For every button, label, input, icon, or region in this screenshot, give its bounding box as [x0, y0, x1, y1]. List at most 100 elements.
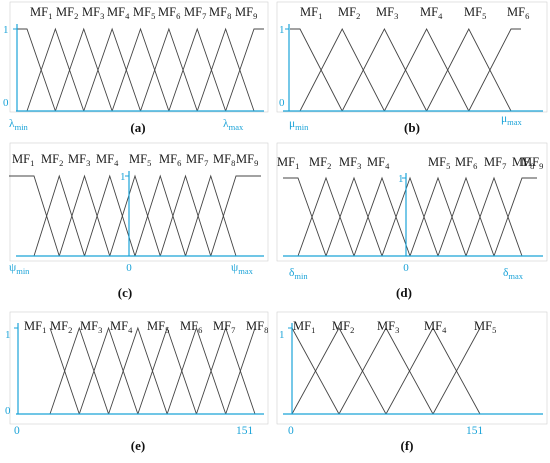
mf-label-7: MF7 — [484, 155, 506, 171]
mf-8-curve — [465, 176, 523, 257]
x-label-zero: 0 — [126, 262, 132, 274]
mf-label-3: MF3 — [80, 319, 102, 335]
mf-2-curve — [299, 28, 385, 112]
mf-6-curve — [468, 28, 521, 112]
x-label-left: μmin — [289, 118, 309, 132]
mf-1-curve — [283, 177, 327, 257]
mf-label-2: MF2 — [41, 152, 63, 168]
y-label-top: 1 — [5, 329, 11, 341]
x-label-right: δmax — [503, 267, 524, 281]
mf-8-curve — [225, 327, 256, 415]
mf-5-curve — [381, 176, 439, 257]
panel-frame — [276, 142, 548, 262]
panel-caption: (b) — [404, 120, 420, 135]
mf-label-1: MF1 — [277, 155, 299, 171]
y-label-bottom: 0 — [3, 97, 9, 109]
mf-curves — [17, 27, 264, 112]
mf-9-curve — [210, 175, 261, 257]
mf-label-6: MF6 — [158, 5, 180, 21]
panel-frame — [276, 1, 548, 113]
y-label-top: 1 — [398, 173, 404, 185]
mf-4-curve — [83, 27, 141, 112]
mf-4-curve — [385, 327, 481, 415]
mf-label-7: MF7 — [184, 5, 206, 21]
mf-label-5: MF5 — [474, 319, 496, 335]
mf-2-curve — [33, 174, 85, 257]
mf-label-2: MF2 — [50, 319, 72, 335]
mf-8-curve — [185, 174, 237, 257]
mf-6-curve — [409, 176, 467, 257]
mf-label-6: MF6 — [455, 155, 477, 171]
mf-7-curve — [159, 174, 212, 257]
mf-9-curve — [493, 177, 537, 257]
mf-6-curve — [140, 27, 198, 112]
mf-curves — [49, 326, 256, 415]
mf-label-1: MF1 — [12, 152, 34, 168]
panel-caption: (d) — [396, 285, 412, 300]
mf-curves — [290, 28, 521, 112]
mf-4-curve — [383, 28, 470, 112]
mf-label-6: MF6 — [159, 152, 181, 168]
mf-2-curve — [291, 327, 387, 415]
panel-frame — [9, 142, 269, 262]
x-label-right: ψmax — [231, 262, 254, 276]
mf-label-9: MF9 — [521, 155, 543, 171]
mf-label-3: MF3 — [82, 5, 104, 21]
mf-6-curve — [166, 326, 227, 415]
x-label-zero: 0 — [403, 262, 409, 274]
mf-9-curve — [225, 28, 264, 112]
mf-label-2: MF2 — [56, 5, 78, 21]
mf-label-4: MF4 — [420, 5, 443, 21]
panel-frame — [9, 1, 269, 113]
mf-2-curve — [26, 27, 85, 112]
mf-3-curve — [58, 174, 111, 257]
mf-4-curve — [108, 326, 168, 415]
x-label-left: 0 — [288, 425, 294, 437]
mf-label-2: MF2 — [309, 155, 331, 171]
mf-label-9: MF9 — [235, 5, 257, 21]
mf-8-curve — [196, 27, 255, 112]
mf-label-3: MF3 — [339, 155, 361, 171]
mf-3-curve — [78, 326, 139, 415]
mf-7-curve — [437, 176, 495, 257]
mf-label-4: MF4 — [424, 319, 447, 335]
mf-label-4: MF4 — [107, 5, 130, 21]
mf-label-9: MF9 — [236, 152, 258, 168]
mf-1-curve — [17, 28, 56, 112]
x-label-right: λmax — [223, 118, 244, 132]
panel-caption: (a) — [130, 120, 145, 135]
mf-label-5: MF5 — [133, 5, 155, 21]
mf-1-curve — [9, 175, 60, 257]
mf-6-curve — [134, 174, 186, 257]
mf-label-7: MF7 — [213, 319, 235, 335]
mf-3-curve — [338, 327, 434, 415]
mf-label-8: MF8 — [213, 152, 235, 168]
panel-caption: (c) — [118, 285, 132, 300]
mf-label-1: MF1 — [300, 5, 322, 21]
y-label-bottom: 0 — [5, 405, 11, 417]
mf-7-curve — [196, 326, 256, 415]
y-label-top: 1 — [120, 171, 126, 183]
x-label-left: 0 — [14, 425, 20, 437]
mf-2-curve — [297, 176, 355, 257]
panel-caption: (f) — [401, 438, 414, 453]
y-label-top: 1 — [3, 24, 9, 36]
y-label-top: 1 — [279, 24, 285, 36]
panel-caption: (e) — [131, 438, 145, 453]
mf-label-6: MF6 — [507, 5, 529, 21]
mf-5-curve — [426, 28, 512, 112]
mf-label-1: MF1 — [293, 319, 315, 335]
mf-label-6: MF6 — [180, 319, 202, 335]
mf-7-curve — [168, 27, 227, 112]
mf-4-curve — [353, 176, 411, 257]
mf-label-3: MF3 — [68, 152, 90, 168]
mf-label-3: MF3 — [377, 319, 399, 335]
mf-3-curve — [341, 28, 428, 112]
mf-4-curve — [84, 174, 136, 257]
